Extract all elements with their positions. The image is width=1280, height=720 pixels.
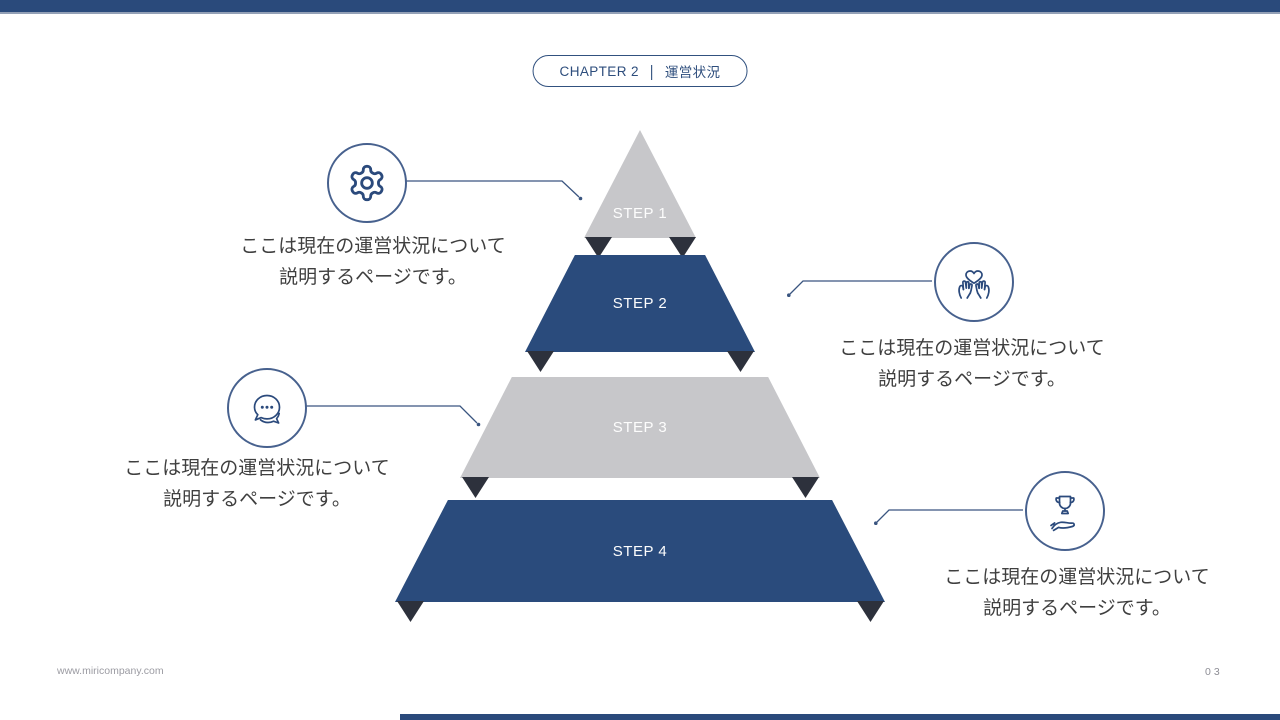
callout-text-line: 説明するページです。 (983, 598, 1171, 619)
trophy-hand-icon (1050, 495, 1075, 532)
icon-circle (934, 242, 1014, 322)
chapter-title: 運営状況 (664, 65, 721, 80)
gear-icon (350, 164, 384, 202)
callout-step2: ここは現在の運営状況について 説明するページです。 (779, 333, 1165, 395)
badge-separator: | (649, 62, 654, 80)
footer-url: www.miricompany.com (57, 665, 164, 677)
callout-step4: ここは現在の運営状況について 説明するページです。 (884, 562, 1270, 624)
step-label: STEP 1 (612, 205, 668, 222)
callout-text-line: ここは現在の運営状況について (839, 338, 1105, 359)
step-shadow-foot (857, 601, 884, 622)
callout-text-line: 説明するページです。 (279, 267, 467, 288)
step-label: STEP 3 (612, 419, 668, 436)
callout-step3: ここは現在の運営状況について 説明するページです。 (64, 453, 450, 515)
heart-hands-icon (958, 270, 990, 299)
step-shadow-foot (669, 237, 696, 258)
callout-text-line: 説明するページです。 (163, 489, 351, 510)
chat-bubbles-icon (253, 394, 281, 424)
callout-text-line: 説明するページです。 (878, 369, 1066, 390)
icon-circle (327, 143, 407, 223)
top-accent-bar (0, 0, 1280, 14)
step-shadow-foot (397, 601, 424, 622)
icon-circle (1025, 471, 1105, 551)
bottom-accent-bar (400, 714, 1280, 720)
chapter-label: CHAPTER 2 (559, 63, 639, 79)
pyramid-step-1: STEP 1 (584, 130, 696, 238)
callout-step1: ここは現在の運営状況について 説明するページです。 (180, 231, 566, 293)
callout-text-line: ここは現在の運営状況について (240, 236, 506, 257)
callout-text-line: ここは現在の運営状況について (124, 458, 390, 479)
callout-text-line: ここは現在の運営状況について (944, 567, 1210, 588)
pyramid-step-3: STEP 3 (460, 377, 820, 478)
icon-circle (227, 368, 307, 448)
pyramid-step-4: STEP 4 (395, 500, 885, 602)
chapter-badge: CHAPTER 2 | 運営状況 (532, 55, 748, 87)
page-number: 03 (1205, 666, 1223, 678)
step-label: STEP 2 (612, 295, 668, 312)
step-shadow-foot (585, 237, 612, 258)
step-shadow-foot (527, 351, 554, 372)
step-label: STEP 4 (612, 542, 668, 560)
step-shadow-foot (727, 351, 754, 372)
step-shadow-foot (462, 477, 489, 498)
step-shadow-foot (792, 477, 819, 498)
